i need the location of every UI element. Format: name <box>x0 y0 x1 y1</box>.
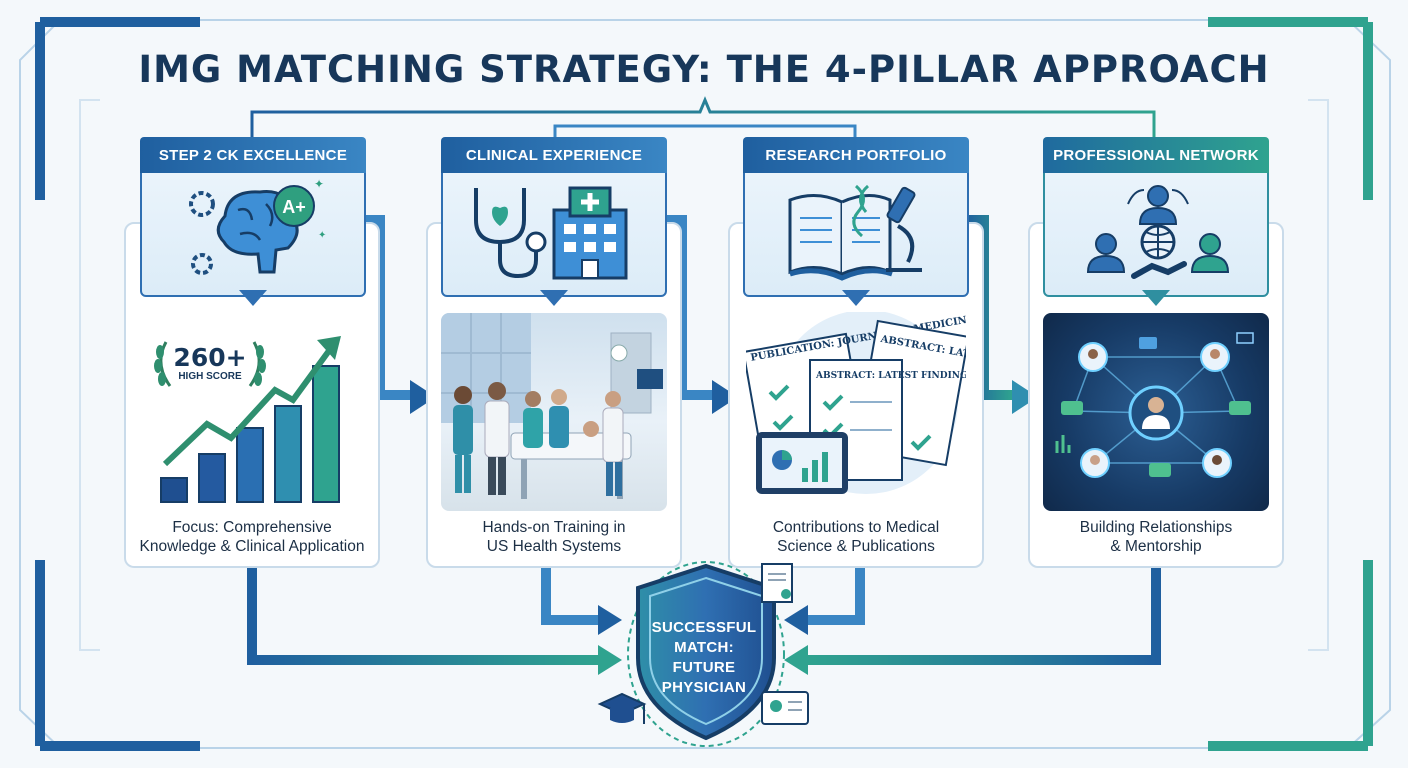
network-image <box>1043 313 1269 511</box>
growth-bar-graphic <box>160 336 341 503</box>
clinical-team-image <box>441 313 667 511</box>
id-card-icon <box>761 691 809 725</box>
publications-illustration: PUBLICATION: JOURNAL OF MEDICINE ABSTRAC… <box>746 312 966 494</box>
clinical-team-illustration <box>441 313 663 499</box>
score-label: HIGH SCORE <box>178 371 242 382</box>
score-value: 260+ <box>173 343 247 372</box>
page-title: IMG MATCHING STRATEGY: THE 4-PILLAR APPR… <box>138 48 1270 91</box>
flow-arrow-1 <box>410 380 436 414</box>
flow-arrow-3 <box>1012 380 1038 414</box>
outcome-shield <box>597 561 809 747</box>
pillar-label-clinical: CLINICAL EXPERIENCE <box>441 137 667 173</box>
svg-text:✦: ✦ <box>314 177 324 191</box>
svg-text:ABSTRACT: LATEST FINDINGS: ABSTRACT: LATEST FINDINGS <box>815 371 966 381</box>
pillar-caption-step2ck: Focus: Comprehensive Knowledge & Clinica… <box>139 519 365 555</box>
pillar-caption-research: Contributions to Medical Science & Publi… <box>772 519 940 555</box>
pillar-label-step2ck: STEP 2 CK EXCELLENCE <box>140 137 366 173</box>
brain-icon: A+ ✦ ✦ <box>189 177 326 275</box>
flow-arrow-2 <box>712 380 738 414</box>
network-illustration <box>1055 332 1254 478</box>
outcome-label: SUCCESSFUL MATCH: FUTURE PHYSICIAN <box>651 619 757 696</box>
pillar-caption-clinical: Hands-on Training in US Health Systems <box>482 519 626 555</box>
svg-text:A+: A+ <box>282 197 306 217</box>
network-handshake-icon <box>1086 185 1230 279</box>
diploma-icon <box>761 563 793 603</box>
pillar-label-network: PROFESSIONAL NETWORK <box>1043 137 1269 173</box>
pillar-caption-network: Building Relationships & Mentorship <box>1079 519 1233 555</box>
book-dna-microscope-icon <box>788 184 922 281</box>
svg-text:✦: ✦ <box>318 230 326 241</box>
stethoscope-hospital-icon <box>474 186 628 280</box>
laurel-icon <box>154 341 266 387</box>
pillar-label-research: RESEARCH PORTFOLIO <box>743 137 969 173</box>
